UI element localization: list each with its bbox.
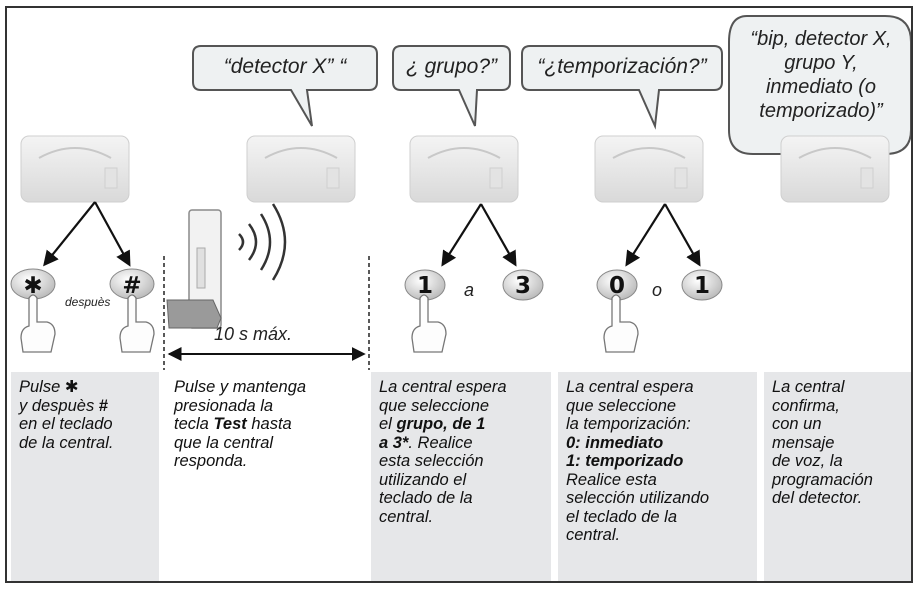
step3-group-range: grupo, de 1 <box>396 415 486 433</box>
step1-star-symbol: ✱ <box>64 378 79 396</box>
step4-line8: el teclado de la <box>566 507 677 526</box>
key-hash-label: # <box>122 273 141 299</box>
step3-line1: La central espera <box>379 378 507 396</box>
bubble-confirmacion-line-4: temporizado)” <box>759 100 883 122</box>
control-unit-2 <box>246 135 356 203</box>
hand-icon <box>20 294 639 353</box>
step3-group-range-end: a 3* <box>379 433 409 452</box>
connector-a: a <box>464 280 475 300</box>
step2-test-key: Test <box>213 415 247 433</box>
key-0-label: 0 <box>609 273 625 299</box>
radio-waves-icon <box>238 203 287 281</box>
step3-line5: esta selección <box>379 452 484 470</box>
step5-line7: del detector. <box>772 489 863 507</box>
step1-hash-symbol: # <box>98 396 108 415</box>
step2-line3-c: hasta <box>251 415 292 433</box>
step4-line9: central. <box>566 526 621 544</box>
speech-bubble-temporizacion <box>521 45 723 130</box>
step4-line2: que seleccione <box>566 396 677 415</box>
step4-description: La central espera que seleccione la temp… <box>558 372 757 581</box>
step3-description: La central espera que seleccione el grup… <box>371 372 551 581</box>
step5-line6: programación <box>772 470 873 489</box>
key-3-button: 3 <box>502 269 544 301</box>
step3-line3-a: el <box>379 415 392 433</box>
bubble-confirmacion-text: “bip, detector X, grupo Y, inmediato (o … <box>731 27 911 123</box>
speech-bubble-detector <box>192 45 378 127</box>
step4-option-1: 1: temporizado <box>566 452 684 470</box>
step5-line2: confirma, <box>772 396 840 415</box>
bubble-confirmacion-line-1: “bip, detector X, <box>750 28 892 50</box>
step3-arrows <box>441 203 517 267</box>
control-unit-5 <box>780 135 890 203</box>
key-1b-button: 1 <box>681 269 723 301</box>
timer-label: 10 s máx. <box>214 324 293 344</box>
step1-arrows <box>43 201 131 267</box>
key-1b-label: 1 <box>694 273 710 299</box>
key-3-label: 3 <box>515 273 531 299</box>
step4-line3: la temporización: <box>566 415 691 433</box>
step1-line4: de la central. <box>19 433 114 452</box>
key-star-label: ✱ <box>23 273 42 299</box>
step3-line7: teclado de la <box>379 489 473 507</box>
step4-line6: Realice esta <box>566 470 657 489</box>
diagram-artwork: ✱ # 1 3 0 1 <box>10 15 911 370</box>
step5-description: La central confirma, con un mensaje de v… <box>764 372 911 581</box>
connector-o: o <box>652 280 663 300</box>
step2-line1: Pulse y mantenga <box>174 378 307 396</box>
step1-line2-text: y despuès <box>19 396 95 415</box>
key-hash-button: # <box>109 268 155 300</box>
step3-line6: utilizando el <box>379 470 467 489</box>
step2-line2: presionada la <box>174 396 274 415</box>
step2-description: Pulse y mantenga presionada la tecla Tes… <box>166 372 364 581</box>
bubble-confirmacion-line-2: grupo Y, <box>784 52 858 74</box>
step2-line4: que la central <box>174 433 274 452</box>
step4-option-0: 0: inmediato <box>566 433 664 452</box>
step5-line4: mensaje <box>772 433 835 452</box>
control-unit-3 <box>409 135 519 203</box>
step4-arrows <box>625 203 701 267</box>
diagram-frame: ✱ # 1 3 0 1 <box>5 6 913 583</box>
bubble-grupo-text: ¿ grupo?” <box>405 55 498 78</box>
control-unit-1 <box>20 135 130 203</box>
step1-line3: en el teclado <box>19 415 113 433</box>
step2-line3-a: tecla <box>174 415 209 433</box>
step4-line1: La central espera <box>566 378 694 396</box>
detector-device <box>166 209 222 329</box>
key-1-label: 1 <box>417 273 433 299</box>
speech-bubble-grupo <box>392 45 511 127</box>
key-star-button: ✱ <box>10 268 56 300</box>
step5-line1: La central <box>772 378 845 396</box>
connector-despues: despuès <box>65 295 111 309</box>
step3-line8: central. <box>379 507 434 526</box>
control-unit-4 <box>594 135 704 203</box>
step5-line5: de voz, la <box>772 452 843 470</box>
step1-description: Pulse ✱ y despuès # en el teclado de la … <box>11 372 159 581</box>
step4-line7: selección utilizando <box>566 489 710 507</box>
key-1-button: 1 <box>404 269 446 301</box>
step5-line3: con un <box>772 415 822 433</box>
step1-line1-text: Pulse <box>19 378 61 396</box>
step3-line4-b: . Realice <box>408 433 473 452</box>
bubble-detector-text: “detector X” “ <box>223 55 347 78</box>
step3-line2: que seleccione <box>379 396 490 415</box>
bubble-temporizacion-text: “¿temporización?” <box>537 55 707 78</box>
step2-line5: responda. <box>174 452 248 470</box>
bubble-confirmacion-line-3: inmediato (o <box>765 76 877 98</box>
